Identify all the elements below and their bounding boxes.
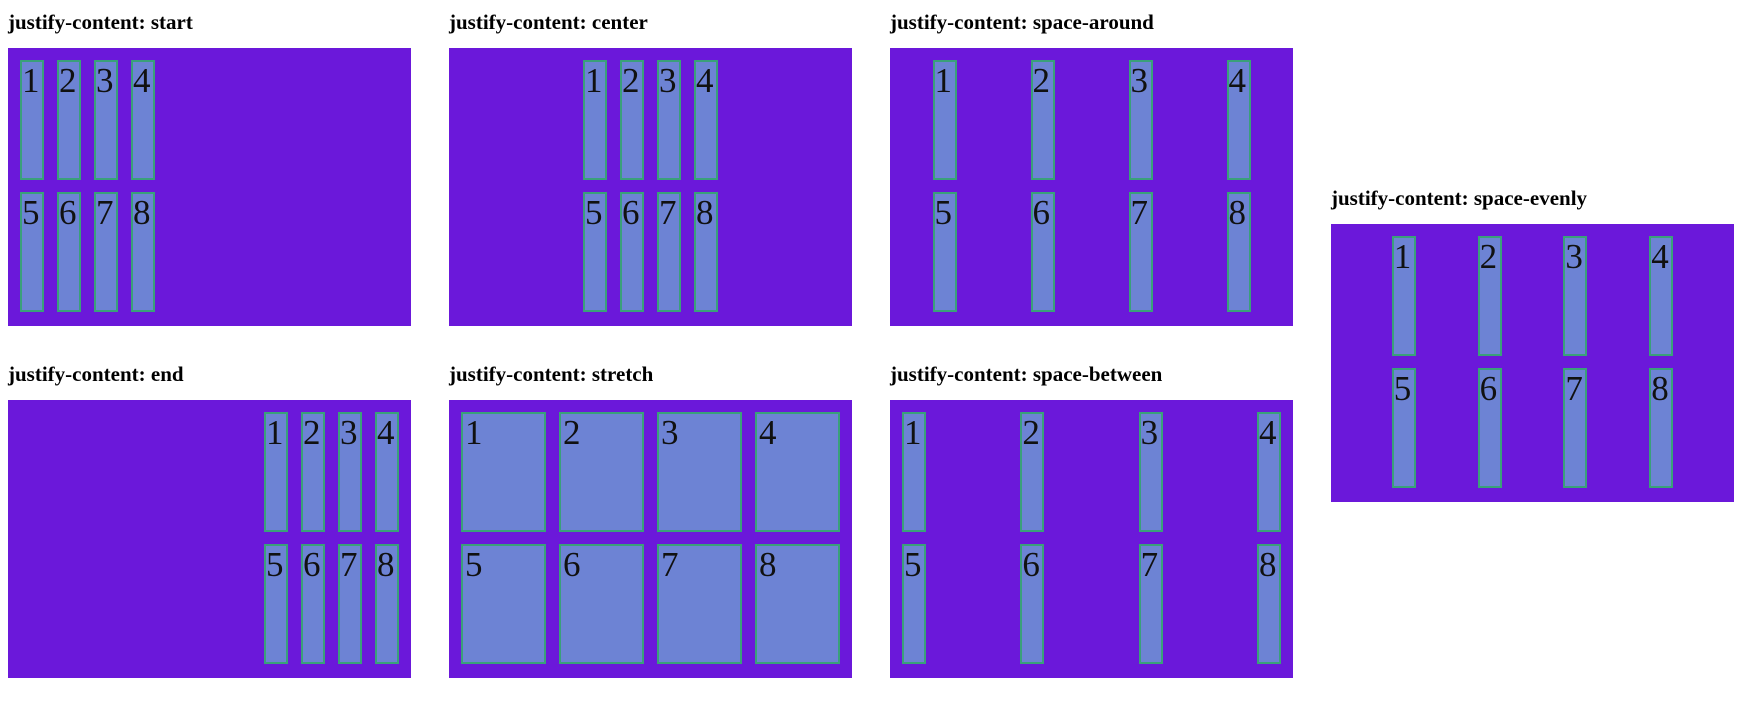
grid-item: 7 (338, 544, 362, 664)
grid-item: 3 (1138, 412, 1163, 532)
grid-container: 1 2 3 4 5 6 7 8 (890, 400, 1293, 678)
grid-item: 3 (657, 412, 742, 532)
grid-container: 1 2 3 4 5 6 7 8 (449, 48, 852, 326)
grid-item: 4 (1226, 60, 1251, 180)
demo-title: justify-content: start (8, 10, 193, 34)
demo-title: justify-content: stretch (449, 362, 654, 386)
grid-item: 3 (1128, 60, 1153, 180)
grid-container: 1 2 3 4 5 6 7 8 (890, 48, 1293, 326)
grid-item: 5 (932, 192, 957, 312)
grid-item: 7 (94, 192, 118, 312)
grid-item: 6 (559, 544, 644, 664)
grid-item: 8 (1649, 368, 1674, 488)
grid-item: 2 (301, 412, 325, 532)
grid-item: 5 (20, 192, 44, 312)
grid-item: 4 (1649, 236, 1674, 356)
grid-item: 3 (657, 60, 681, 180)
grid-item: 8 (755, 544, 840, 664)
grid-item: 8 (131, 192, 155, 312)
grid-item: 7 (657, 192, 681, 312)
grid-item: 2 (620, 60, 644, 180)
grid-item: 3 (94, 60, 118, 180)
grid-item: 8 (694, 192, 718, 312)
grid-item: 8 (1256, 544, 1281, 664)
grid-item: 7 (657, 544, 742, 664)
grid-item: 5 (583, 192, 607, 312)
grid-item: 1 (461, 412, 546, 532)
demo-title: justify-content: space-evenly (1331, 186, 1588, 210)
grid-item: 1 (902, 412, 926, 532)
grid-item: 4 (755, 412, 840, 532)
grid-item: 3 (1563, 236, 1588, 356)
grid-item: 6 (1030, 192, 1055, 312)
grid-item: 8 (1226, 192, 1251, 312)
grid-item: 1 (583, 60, 607, 180)
grid-item: 7 (1138, 544, 1163, 664)
grid-item: 2 (1020, 412, 1045, 532)
grid-item: 3 (338, 412, 362, 532)
grid-item: 6 (1477, 368, 1502, 488)
demo-title: justify-content: space-around (890, 10, 1154, 34)
demo-title: justify-content: space-between (890, 362, 1163, 386)
grid-item: 6 (301, 544, 325, 664)
grid-item: 1 (264, 412, 288, 532)
grid-item: 7 (1128, 192, 1153, 312)
grid-item: 2 (1030, 60, 1055, 180)
grid-item: 6 (620, 192, 644, 312)
grid-item: 5 (264, 544, 288, 664)
grid-item: 2 (1477, 236, 1502, 356)
grid-item: 7 (1563, 368, 1588, 488)
grid-item: 8 (375, 544, 399, 664)
grid-item: 5 (461, 544, 546, 664)
grid-item: 5 (1391, 368, 1416, 488)
grid-item: 1 (20, 60, 44, 180)
grid-container: 1 2 3 4 5 6 7 8 (449, 400, 852, 678)
grid-item: 1 (1391, 236, 1416, 356)
grid-item: 2 (57, 60, 81, 180)
grid-item: 4 (1256, 412, 1281, 532)
demo-title: justify-content: center (449, 10, 648, 34)
grid-item: 6 (1020, 544, 1045, 664)
grid-item: 5 (902, 544, 926, 664)
demo-title: justify-content: end (8, 362, 184, 386)
grid-item: 2 (559, 412, 644, 532)
grid-item: 4 (131, 60, 155, 180)
grid-item: 4 (694, 60, 718, 180)
grid-item: 6 (57, 192, 81, 312)
grid-container: 1 2 3 4 5 6 7 8 (1331, 224, 1734, 502)
grid-container: 1 2 3 4 5 6 7 8 (8, 400, 411, 678)
grid-item: 1 (932, 60, 957, 180)
grid-item: 4 (375, 412, 399, 532)
grid-container: 1 2 3 4 5 6 7 8 (8, 48, 411, 326)
